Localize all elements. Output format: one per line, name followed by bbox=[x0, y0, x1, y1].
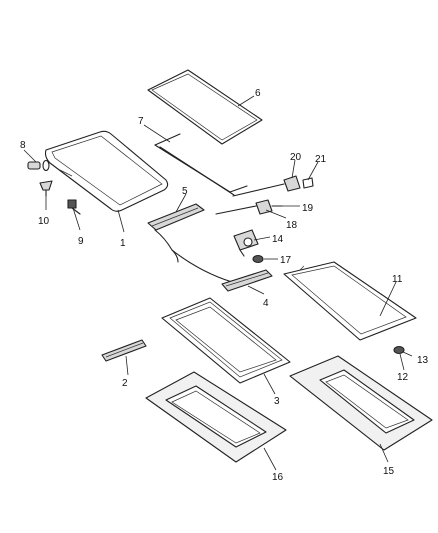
switch-part bbox=[215, 199, 283, 215]
callout-16: 16 bbox=[272, 472, 284, 483]
callout-6: 6 bbox=[255, 88, 261, 99]
callout-18: 18 bbox=[286, 220, 298, 231]
frame-part bbox=[44, 130, 169, 212]
motor-part bbox=[233, 229, 259, 257]
glass-panel-part bbox=[147, 69, 263, 145]
callout-10: 10 bbox=[38, 216, 50, 227]
pin-part bbox=[27, 159, 50, 172]
callout-12: 12 bbox=[397, 372, 409, 383]
callout-11: 11 bbox=[392, 274, 403, 285]
callout-13: 13 bbox=[417, 355, 429, 366]
callout-20: 20 bbox=[290, 152, 302, 163]
grommet-part bbox=[393, 345, 405, 355]
lift-frame-part bbox=[161, 297, 291, 384]
callout-7: 7 bbox=[138, 116, 144, 127]
headliner-bezel-part bbox=[145, 371, 287, 463]
callout-19: 19 bbox=[302, 203, 314, 214]
callout-17: 17 bbox=[280, 255, 292, 266]
trim-bar-part bbox=[101, 339, 147, 362]
callout-14: 14 bbox=[272, 234, 284, 245]
callout-5: 5 bbox=[182, 186, 188, 197]
callout-2: 2 bbox=[122, 378, 128, 389]
callout-1: 1 bbox=[120, 238, 126, 249]
rear-frame-part bbox=[283, 261, 417, 341]
callout-21: 21 bbox=[315, 154, 327, 165]
clip-part bbox=[39, 180, 53, 197]
callout-3: 3 bbox=[274, 396, 280, 407]
rear-bezel-part bbox=[289, 355, 433, 451]
connector-part bbox=[232, 175, 314, 197]
motor-bracket-part bbox=[221, 269, 273, 292]
callout-4: 4 bbox=[263, 298, 269, 309]
deflector-part bbox=[154, 133, 248, 196]
leader-lines bbox=[23, 95, 413, 471]
callout-8: 8 bbox=[20, 140, 26, 151]
screw-part bbox=[67, 199, 81, 215]
callout-15: 15 bbox=[383, 466, 395, 477]
drive-motor-part bbox=[147, 203, 233, 283]
callout-9: 9 bbox=[78, 236, 84, 247]
knob-part bbox=[252, 254, 264, 264]
